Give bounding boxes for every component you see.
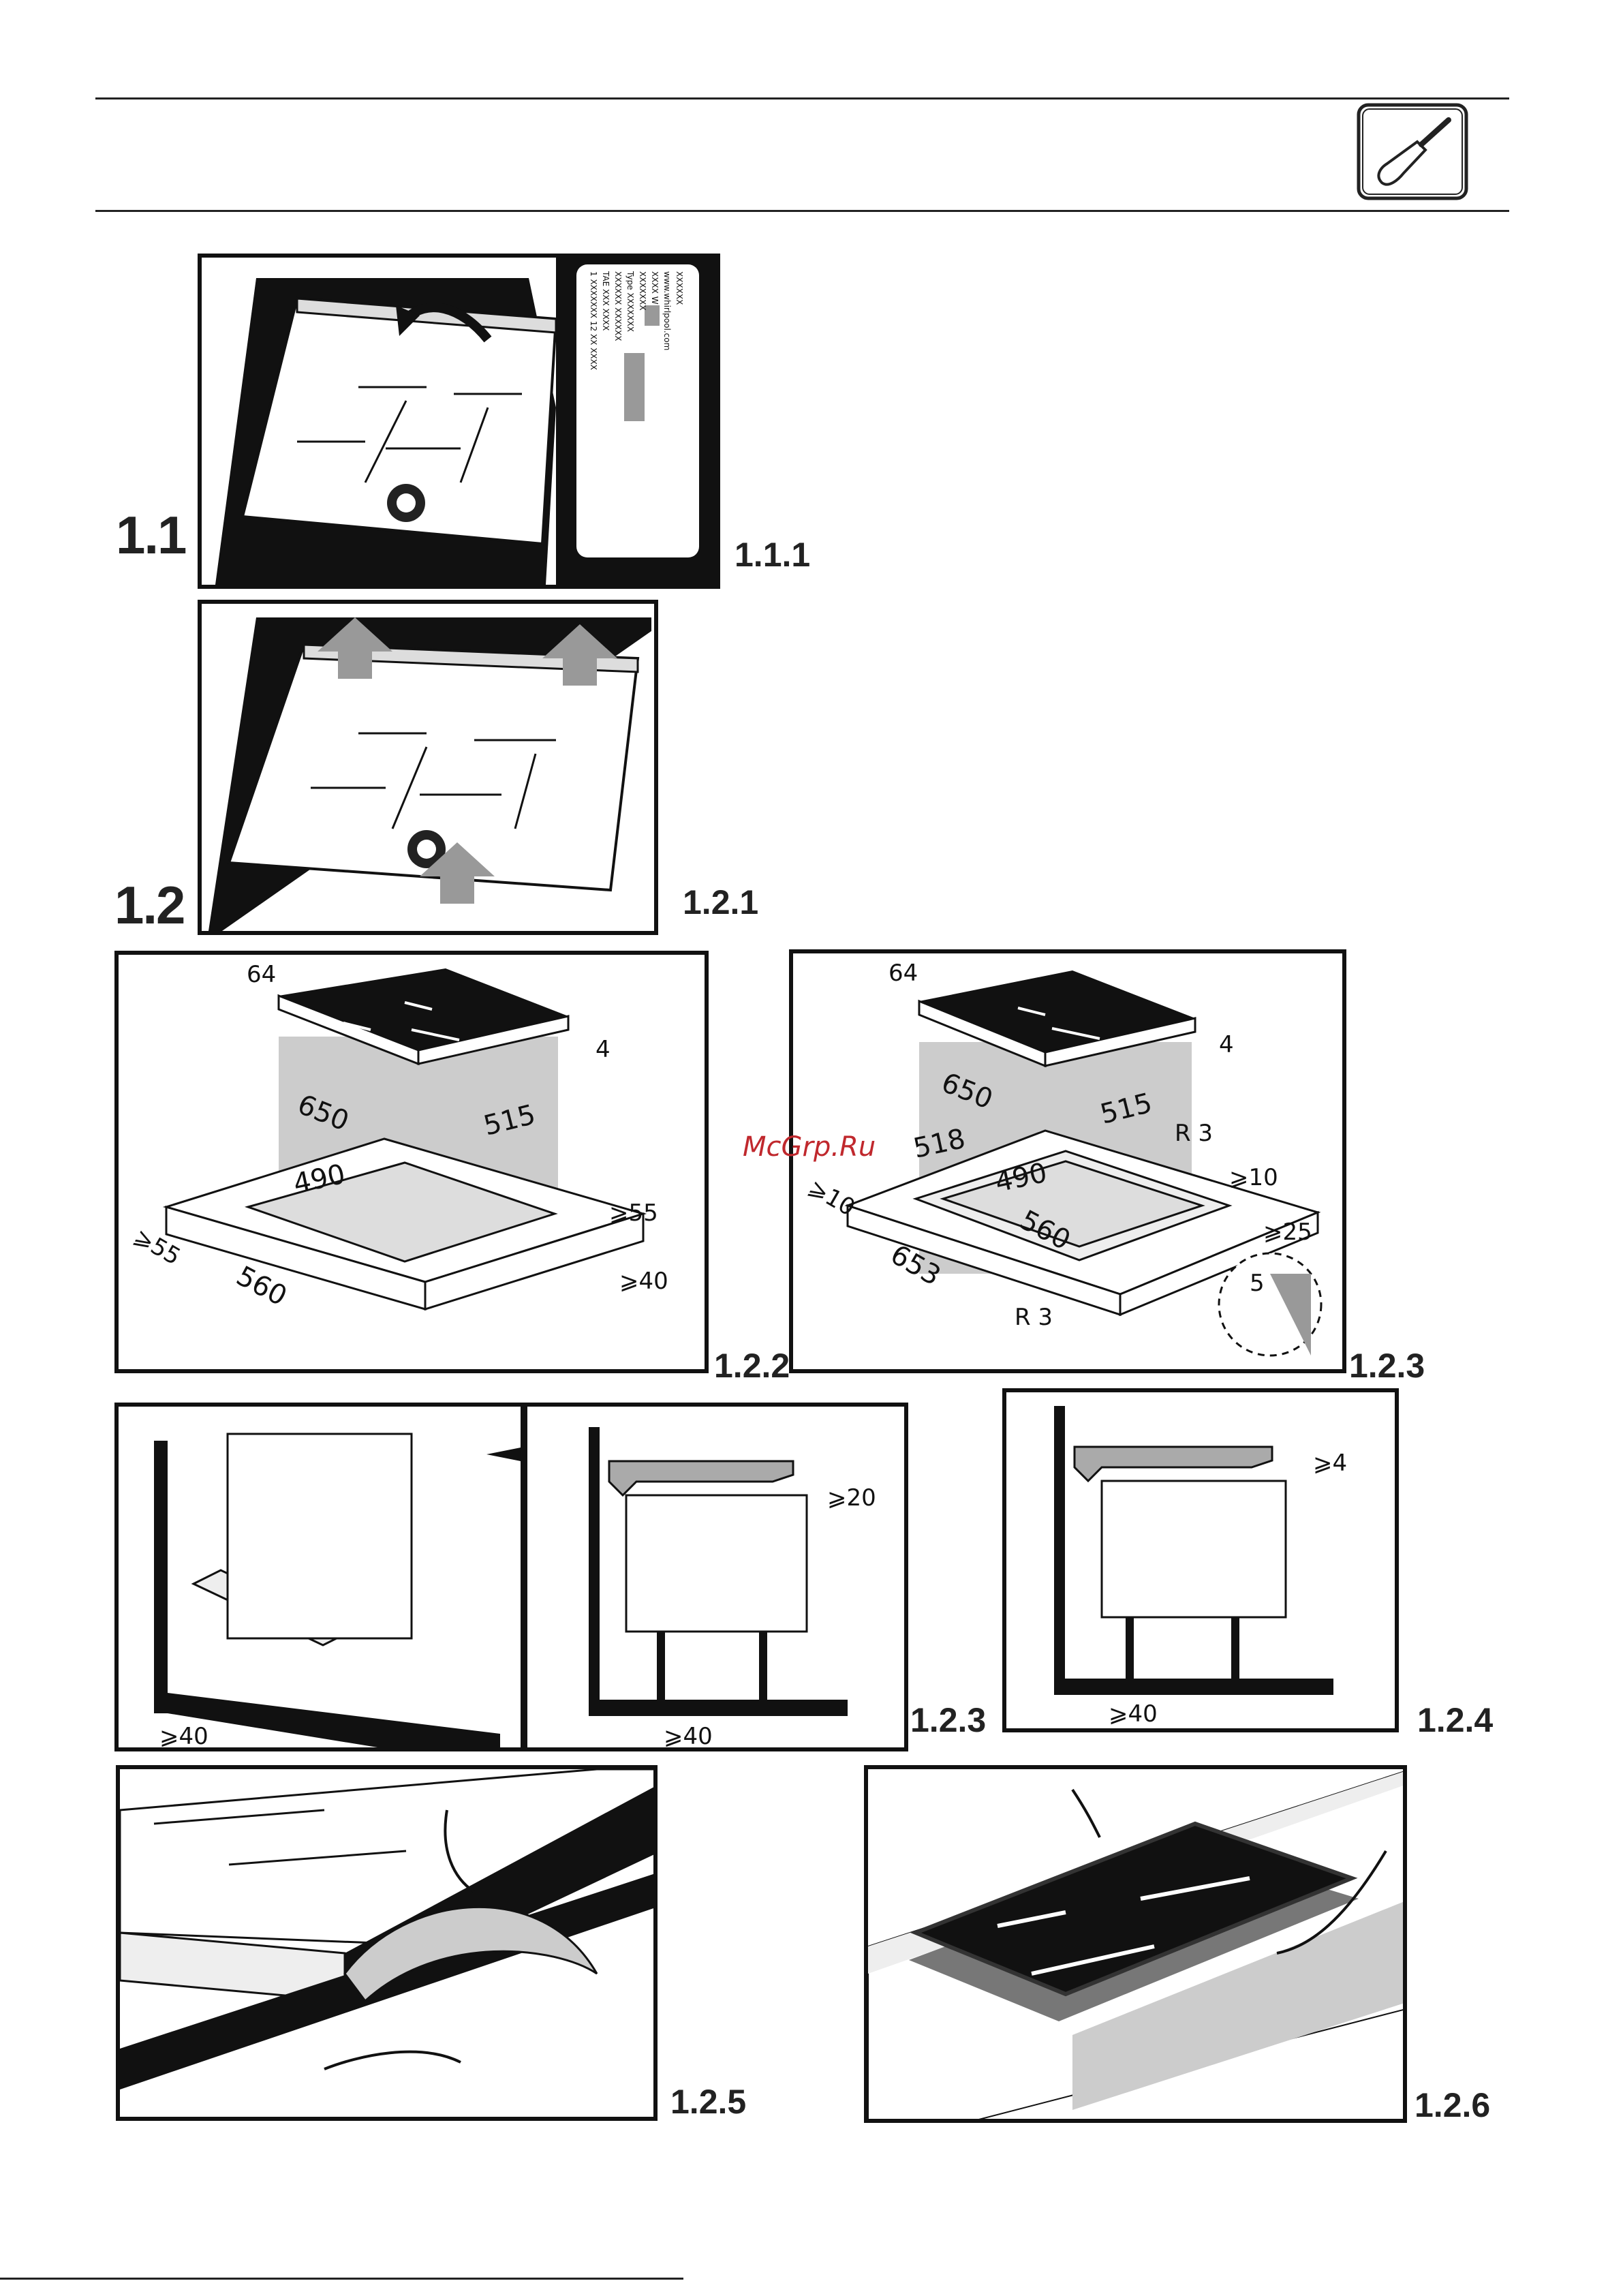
dim-650: 650 [293, 1089, 353, 1137]
figure-label-1-2-2: 1.2.2 [714, 1346, 790, 1386]
dim-515: 515 [1097, 1088, 1155, 1131]
dim-r3-top: R 3 [1175, 1120, 1213, 1147]
figure-label-1-2-1: 1.2.1 [683, 883, 758, 922]
figure-label-1-2-4: 1.2.4 [1417, 1700, 1493, 1740]
figure-label-1-2: 1.2 [114, 874, 184, 936]
dim-55-right: ⩾55 [609, 1199, 658, 1227]
figure-label-1-1: 1.1 [116, 504, 185, 566]
dim-490: 490 [993, 1157, 1050, 1199]
dim-55-left: ⩾55 [129, 1223, 185, 1271]
dim-64: 64 [888, 960, 918, 987]
dim-20: ⩾20 [827, 1484, 876, 1512]
rating-plate-text: XXXXXX www.whirlpool.com XXXX W XXXXXXX … [576, 271, 685, 557]
figure-1-2 [198, 600, 658, 935]
dim-r3-bottom: R 3 [1015, 1304, 1053, 1331]
figure-1-2-4: ⩾4 ⩾40 [1002, 1388, 1399, 1732]
dim-5: 5 [1250, 1270, 1265, 1297]
figure-1-2-2: 64 4 650 515 490 560 ⩾55 ⩾55 ⩾40 [114, 951, 709, 1373]
figure-1-2-6 [864, 1765, 1407, 2123]
dim-518: 518 [911, 1123, 968, 1165]
dim-40-left: ⩾40 [159, 1723, 208, 1750]
watermark: McGrp.Ru [743, 1131, 876, 1163]
dim-40: ⩾40 [619, 1268, 668, 1295]
figure-1-2-3-ventilation: ⩾40 ⩾20 ⩾40 [114, 1403, 908, 1751]
dim-650: 650 [937, 1067, 997, 1116]
figure-label-1-2-5: 1.2.5 [670, 2082, 746, 2122]
dim-4: 4 [1219, 1031, 1234, 1058]
figure-label-1-2-3-ventilation: 1.2.3 [910, 1700, 986, 1740]
dim-25: ⩾25 [1263, 1219, 1312, 1246]
dim-64: 64 [247, 961, 276, 988]
dim-40-right: ⩾40 [664, 1723, 713, 1750]
dim-560: 560 [231, 1260, 292, 1312]
dim-4: ⩾4 [1313, 1450, 1347, 1477]
dim-515: 515 [480, 1099, 538, 1142]
figure-label-1-1-1: 1.1.1 [735, 535, 810, 575]
screwdriver-icon [1355, 102, 1470, 201]
figure-label-1-2-3-cutout: 1.2.3 [1349, 1346, 1425, 1386]
dim-4: 4 [596, 1036, 610, 1063]
dim-10-left: ⩾10 [804, 1174, 860, 1222]
figure-1-1: XXXXXX www.whirlpool.com XXXX W XXXXXXX … [198, 254, 720, 589]
footer-rule [0, 2278, 683, 2280]
dim-560: 560 [1015, 1204, 1075, 1256]
header-bottom-rule [95, 210, 1509, 212]
dim-490: 490 [291, 1159, 348, 1200]
dim-653: 653 [885, 1239, 946, 1292]
figure-1-2-5 [116, 1765, 658, 2121]
figure-label-1-2-6: 1.2.6 [1415, 2085, 1490, 2125]
dim-40: ⩾40 [1109, 1700, 1158, 1728]
dim-10-right: ⩾10 [1229, 1164, 1278, 1191]
rating-plate: XXXXXX www.whirlpool.com XXXX W XXXXXXX … [556, 258, 720, 589]
header-top-rule [95, 97, 1509, 100]
